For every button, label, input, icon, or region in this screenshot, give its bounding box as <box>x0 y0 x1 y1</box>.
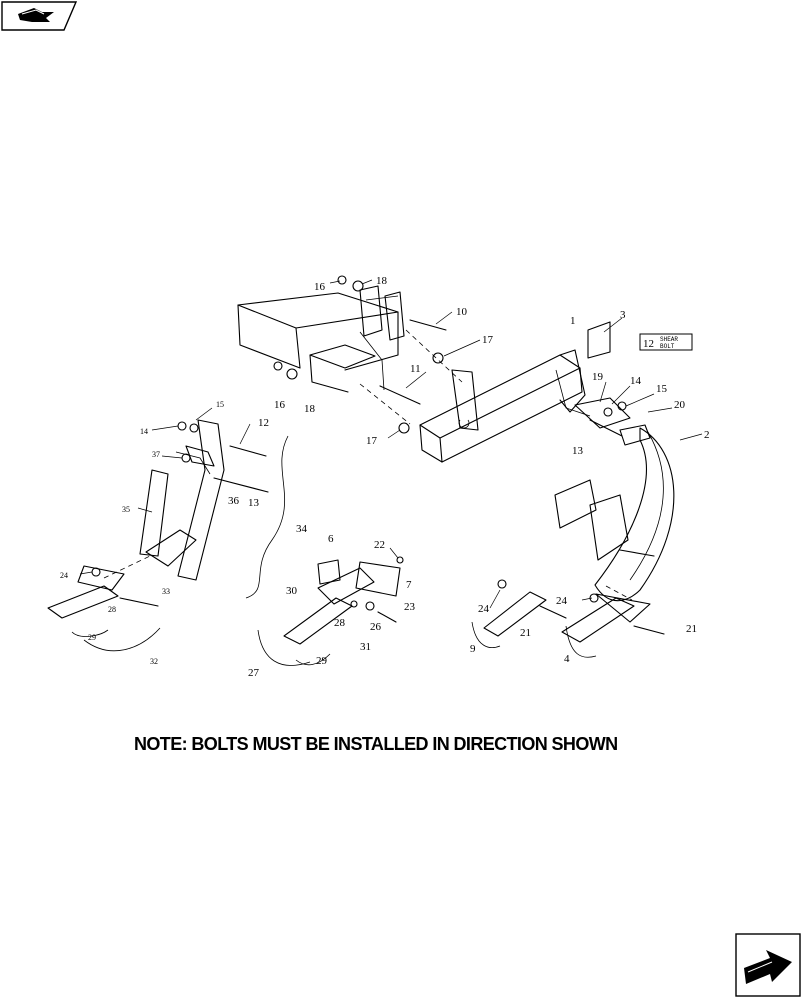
callout-9: 9 <box>470 643 476 655</box>
callout-24b: 24 <box>478 603 490 615</box>
callout-15b: 15 <box>216 400 224 409</box>
leader-lines <box>79 279 703 609</box>
callout-36: 36 <box>228 495 240 507</box>
callout-26: 26 <box>370 621 382 633</box>
callout-32: 32 <box>150 657 158 666</box>
callout-14b: 14 <box>140 427 148 436</box>
callout-19: 19 <box>592 371 604 383</box>
next-page-arrow-icon[interactable] <box>735 933 801 997</box>
main-frame <box>237 285 405 393</box>
decal-number: 12 <box>643 338 654 350</box>
callout-16a: 16 <box>314 281 326 293</box>
callout-15a: 15 <box>656 383 668 395</box>
callout-24c: 24 <box>556 595 568 607</box>
callout-34: 34 <box>296 523 308 535</box>
callout-1: 1 <box>570 315 576 327</box>
callout-33: 33 <box>162 587 170 596</box>
callout-17b: 17 <box>366 435 378 447</box>
point-assembly-left <box>47 565 159 619</box>
callout-24a: 24 <box>60 571 68 580</box>
callout-4: 4 <box>564 653 570 665</box>
callout-28a: 28 <box>108 605 116 614</box>
installation-note: NOTE: BOLTS MUST BE INSTALLED IN DIRECTI… <box>134 734 618 754</box>
callout-14a: 14 <box>630 375 642 387</box>
left-shank-assembly <box>139 419 269 581</box>
callout-18a: 18 <box>376 275 388 287</box>
shank-arm <box>419 349 591 463</box>
alignment-lines <box>103 329 633 601</box>
callout-27: 27 <box>248 667 260 679</box>
callout-3: 3 <box>620 309 626 321</box>
curved-shank <box>554 397 675 602</box>
callout-23: 23 <box>404 601 416 613</box>
callouts: 16 18 10 17 1 3 16 18 11 19 14 15 20 2 1… <box>60 275 710 679</box>
group-brackets <box>71 435 597 666</box>
callout-7: 7 <box>406 579 412 591</box>
point-assembly-center <box>283 559 401 645</box>
callout-10: 10 <box>456 306 468 318</box>
callout-18b: 18 <box>304 403 316 415</box>
callout-21b: 21 <box>686 623 697 635</box>
callout-11: 11 <box>410 363 421 375</box>
callout-37: 37 <box>152 450 160 459</box>
callout-28b: 28 <box>334 617 346 629</box>
callout-29a: 29 <box>88 633 96 642</box>
point-assembly-right-b <box>561 593 665 643</box>
callout-21a: 21 <box>520 627 531 639</box>
point-assembly-right-a <box>483 591 567 637</box>
callout-16b: 16 <box>274 399 286 411</box>
navigation-arrow-icon[interactable] <box>1 1 78 31</box>
callout-20: 20 <box>674 399 686 411</box>
callout-35: 35 <box>122 505 130 514</box>
callout-31: 31 <box>360 641 371 653</box>
callout-12: 12 <box>258 417 269 429</box>
callout-22: 22 <box>374 539 385 551</box>
decal-line2: BOLT <box>660 343 675 350</box>
callout-13a: 13 <box>572 445 584 457</box>
callout-6: 6 <box>328 533 334 545</box>
callout-30: 30 <box>286 585 298 597</box>
decal-plate: 12 SHEAR BOLT <box>587 321 693 359</box>
callout-13b: 13 <box>248 497 260 509</box>
callout-17a: 17 <box>482 334 494 346</box>
callout-2: 2 <box>704 429 710 441</box>
fasteners <box>91 275 655 611</box>
callout-29b: 29 <box>316 655 328 667</box>
decal-line1: SHEAR <box>660 336 678 343</box>
